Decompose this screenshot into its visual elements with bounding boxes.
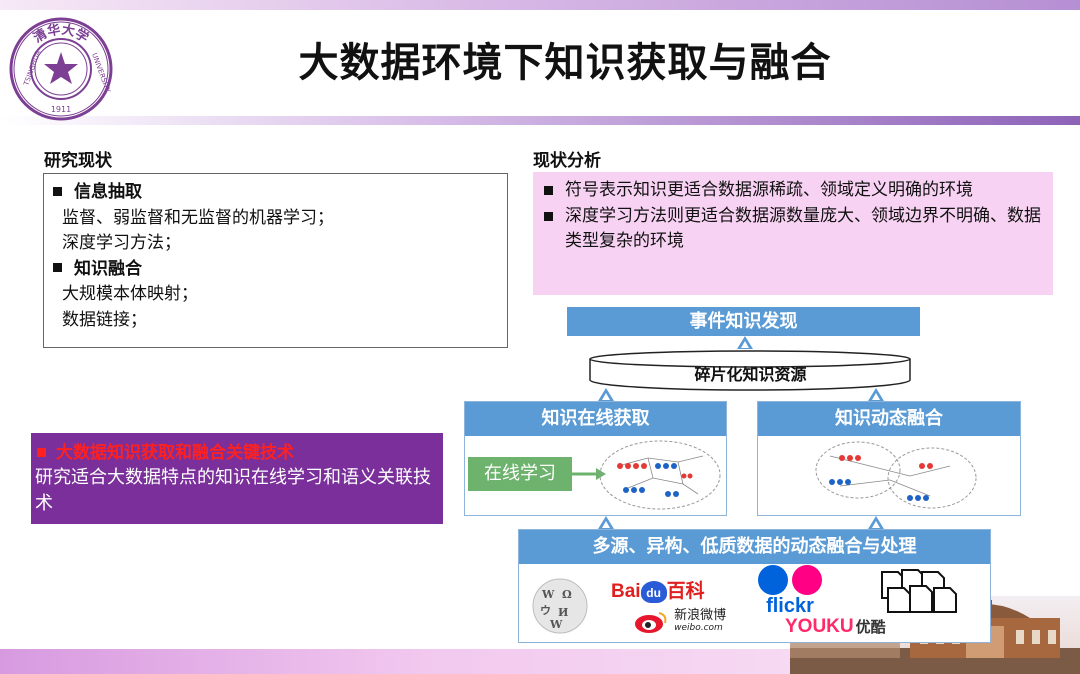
logo-year: 1911	[51, 105, 71, 114]
research-status-label: 研究现状	[44, 151, 112, 171]
page-title: 大数据环境下知识获取与融合	[298, 40, 832, 86]
svg-text:W: W	[541, 588, 555, 601]
bottom-decor-bar	[0, 649, 790, 674]
bullet-square-icon	[53, 263, 62, 272]
analysis-box: 符号表示知识更适合数据源稀疏、领域定义明确的环境 深度学习方法则更适合数据源数量…	[533, 172, 1053, 295]
online-acquisition-header: 知识在线获取	[465, 402, 726, 436]
up-arrow-icon	[737, 336, 753, 349]
bullet-square-icon	[53, 186, 62, 196]
up-arrow-icon	[868, 388, 884, 401]
online-learning-box: 在线学习	[468, 457, 572, 491]
dynamic-fusion-header: 知识动态融合	[758, 402, 1020, 436]
bullet-square-icon	[544, 186, 553, 195]
bullet-square-icon	[544, 211, 553, 221]
fragmented-resources-label: 碎片化知识资源	[694, 365, 807, 384]
analysis-label: 现状分析	[533, 151, 601, 171]
research-item-2-heading: 知识融合	[50, 257, 507, 283]
flickr-logo: flickr	[752, 565, 828, 617]
analysis-point-2: 深度学习方法则更适合数据源数量庞大、领域边界不明确、数据类型复杂的环境	[541, 204, 1047, 255]
bullet-square-icon	[37, 447, 46, 457]
title-underline	[0, 116, 1080, 125]
research-item-2-line-1: 大规模本体映射；	[62, 284, 198, 304]
knowledge-graph-illustration	[599, 440, 721, 510]
multi-source-header: 多源、异构、低质数据的动态融合与处理	[519, 530, 990, 564]
fragmented-resources-cylinder	[589, 350, 911, 391]
event-discovery-box: 事件知识发现	[567, 307, 920, 336]
weibo-eye-icon	[635, 612, 667, 633]
analysis-point-1: 符号表示知识更适合数据源稀疏、领域定义明确的环境	[541, 178, 1047, 204]
research-item-2-line-2: 数据链接；	[62, 309, 147, 330]
online-acquisition-panel: 知识在线获取	[464, 401, 727, 516]
documents-icon	[881, 569, 957, 613]
baidu-paw-icon: du	[640, 580, 667, 603]
research-item-1-line-2: 深度学习方法；	[62, 233, 181, 253]
key-tech-box: 大数据知识获取和融合关键技术 研究适合大数据特点的知识在线学习和语义关联技术	[31, 433, 443, 524]
fusion-graph-illustration	[815, 441, 977, 509]
up-arrow-icon	[598, 388, 614, 401]
key-tech-text: 研究适合大数据特点的知识在线学习和语义关联技术	[35, 467, 431, 514]
key-tech-heading: 大数据知识获取和融合关键技术	[35, 441, 437, 465]
flickr-pink-dot-icon	[792, 565, 822, 595]
svg-text:Ω: Ω	[562, 588, 572, 601]
flickr-blue-dot-icon	[758, 565, 788, 595]
right-arrow-icon	[572, 468, 606, 480]
research-status-box: 信息抽取 监督、弱监督和无监督的机器学习； 深度学习方法； 知识融合 大规模本体…	[43, 173, 508, 348]
research-item-1-heading: 信息抽取	[50, 180, 507, 206]
svg-text:ウ: ウ	[540, 604, 551, 617]
dynamic-fusion-panel: 知识动态融合	[757, 401, 1021, 516]
up-arrow-icon	[868, 516, 884, 529]
svg-text:И: И	[558, 606, 568, 619]
weibo-logo: 新浪微博 weibo.com	[633, 609, 726, 635]
up-arrow-icon	[598, 516, 614, 529]
research-item-1-line-1: 监督、弱监督和无监督的机器学习；	[62, 207, 334, 228]
top-decor-bar	[0, 0, 1080, 10]
svg-text:W: W	[549, 618, 563, 631]
university-logo: 清华大学 TSINGHUA UNIVERSITY 1911	[9, 17, 113, 121]
